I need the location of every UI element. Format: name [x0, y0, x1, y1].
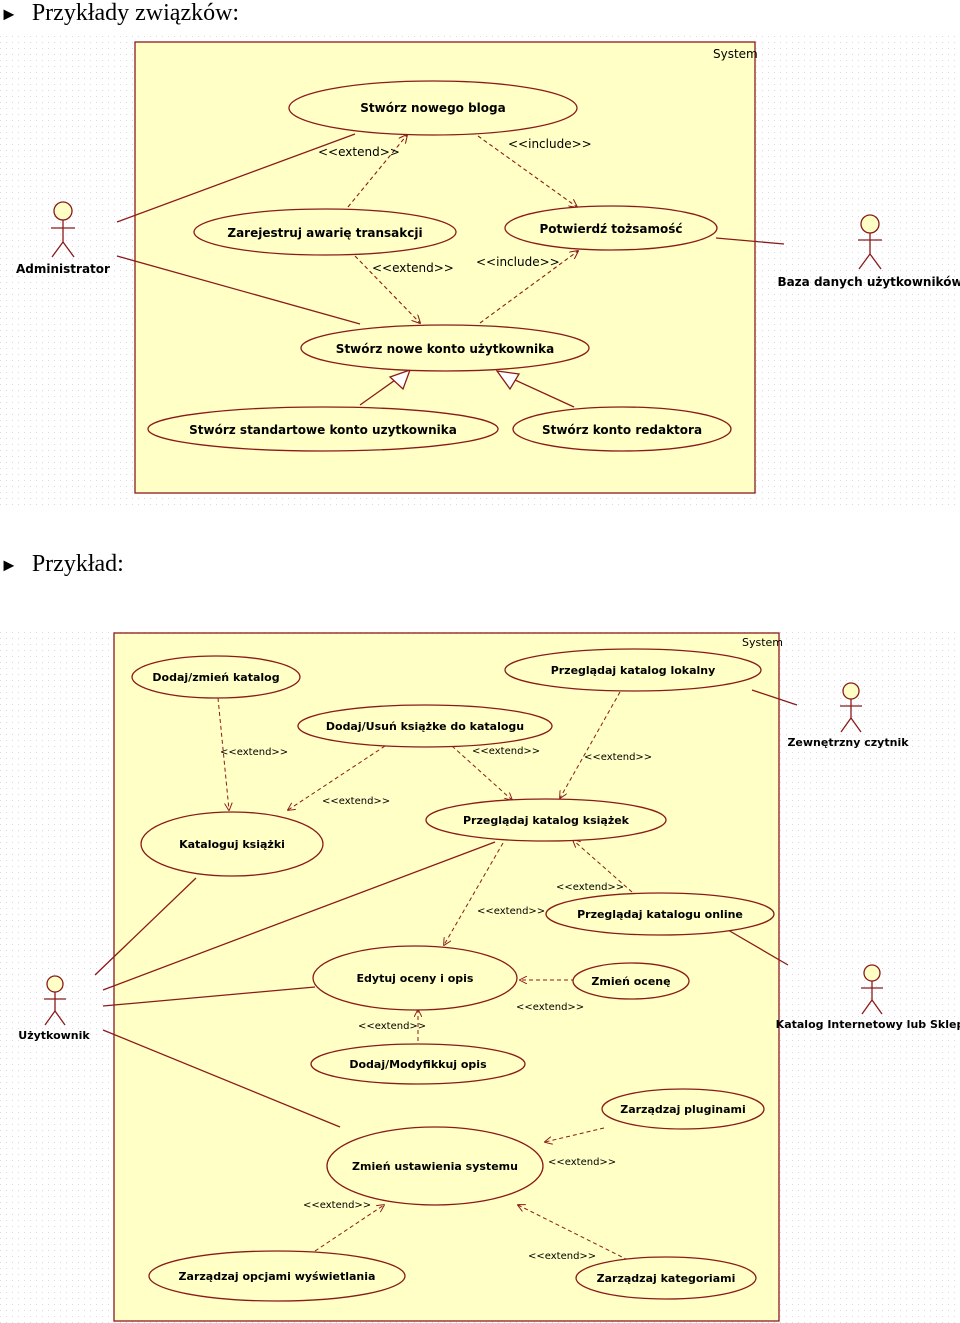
system-label: System: [713, 47, 758, 61]
stereotype-extend: <<extend>>: [528, 1251, 596, 1262]
stick-figure-icon: [861, 964, 883, 1015]
svg-text:Stwórz standartowe konto uzytk: Stwórz standartowe konto uzytkownika: [189, 423, 457, 437]
svg-text:Dodaj/Modyfikkuj opis: Dodaj/Modyfikkuj opis: [349, 1058, 487, 1071]
usecase-katalog-online[interactable]: Przeglądaj katalogu online: [545, 892, 775, 936]
stereotype-extend: <<extend>>: [477, 906, 545, 917]
stereotype-extend: <<extend>>: [548, 1157, 616, 1168]
svg-text:Potwierdź tożsamość: Potwierdź tożsamość: [540, 222, 683, 236]
stereotype-include-2: <<include>>: [476, 255, 560, 269]
heading-bottom-text: Przykład:: [31, 551, 124, 577]
usecase-modyfikuj-opis[interactable]: Dodaj/Modyfikkuj opis: [310, 1043, 526, 1085]
heading-top: ► Przykłady związków:: [0, 0, 239, 27]
usecase-tozsamosc[interactable]: Potwierdź tożsamość: [504, 205, 718, 251]
usecase-zmien-ocene[interactable]: Zmień ocenę: [572, 962, 690, 1000]
usecase-dodaj-usun-ksiazke[interactable]: Dodaj/Usuń książke do katalogu: [297, 704, 553, 748]
usecase-redaktor[interactable]: Stwórz konto redaktora: [512, 406, 732, 452]
svg-text:Stwórz konto redaktora: Stwórz konto redaktora: [542, 423, 702, 437]
usecase-nowe-konto[interactable]: Stwórz nowe konto użytkownika: [300, 324, 590, 372]
svg-text:Stwórz nowe konto użytkownika: Stwórz nowe konto użytkownika: [336, 342, 554, 356]
actor-katalog-internetowy[interactable]: Katalog Internetowy lub Sklep: [776, 964, 960, 1031]
heading-top-text: Przykłady związków:: [31, 0, 240, 26]
svg-text:Przeglądaj katalog lokalny: Przeglądaj katalog lokalny: [551, 664, 716, 677]
svg-text:Zmień ocenę: Zmień ocenę: [591, 975, 670, 988]
usecase-opcje-wyswietlania[interactable]: Zarządzaj opcjami wyświetlania: [148, 1250, 406, 1302]
stick-figure-icon: [858, 214, 882, 270]
stereotype-extend: <<extend>>: [584, 752, 652, 763]
actor-administrator[interactable]: Administrator: [16, 201, 110, 276]
stick-figure-icon: [840, 682, 862, 733]
svg-text:Zmień ustawienia systemu: Zmień ustawienia systemu: [352, 1160, 518, 1173]
actor-zewnetrzny-czytnik[interactable]: Zewnętrzny czytnik: [787, 682, 909, 749]
svg-text:Dodaj/zmień katalog: Dodaj/zmień katalog: [152, 671, 279, 684]
stereotype-extend: <<extend>>: [556, 882, 624, 893]
stereotype-include-1: <<include>>: [508, 137, 592, 151]
svg-text:Administrator: Administrator: [16, 262, 110, 276]
usecase-kategorie[interactable]: Zarządzaj kategoriami: [575, 1256, 757, 1300]
system-label: System: [742, 636, 783, 649]
svg-text:Baza danych użytkowników: Baza danych użytkowników: [777, 275, 960, 289]
actor-baza-danych[interactable]: Baza danych użytkowników: [777, 214, 960, 289]
usecase-pluginy[interactable]: Zarządzaj pluginami: [601, 1088, 765, 1130]
usecase-dodaj-zmien-katalog[interactable]: Dodaj/zmień katalog: [131, 655, 301, 699]
diagram-relationships: System <<extend>> <<include>> <<extend>>…: [0, 36, 960, 510]
stick-figure-icon: [44, 975, 66, 1026]
diagram-example: System <<extend>> <<extend>> <<extend>> …: [0, 630, 960, 1323]
actor-uzytkownik[interactable]: Użytkownik: [18, 975, 90, 1042]
svg-text:Zarządzaj kategoriami: Zarządzaj kategoriami: [597, 1272, 736, 1285]
heading-bottom: ► Przykład:: [0, 551, 124, 578]
svg-text:Zewnętrzny czytnik: Zewnętrzny czytnik: [787, 736, 909, 749]
usecase-standardowe[interactable]: Stwórz standartowe konto uzytkownika: [147, 406, 499, 452]
bullet-icon: ►: [0, 555, 18, 575]
stereotype-extend: <<extend>>: [220, 747, 288, 758]
usecase-katalog-ksiazek[interactable]: Przeglądaj katalog książek: [425, 798, 667, 842]
stick-figure-icon: [51, 201, 75, 258]
usecase-katalog-lokalny[interactable]: Przeglądaj katalog lokalny: [504, 648, 762, 692]
svg-text:Przeglądaj katalogu online: Przeglądaj katalogu online: [577, 908, 743, 921]
svg-text:Zarejestruj awarię transakcji: Zarejestruj awarię transakcji: [227, 226, 422, 240]
svg-text:Użytkownik: Użytkownik: [18, 1029, 90, 1042]
stereotype-extend: <<extend>>: [358, 1021, 426, 1032]
svg-text:Dodaj/Usuń książke do katalogu: Dodaj/Usuń książke do katalogu: [326, 720, 524, 733]
stereotype-extend-2: <<extend>>: [372, 261, 454, 275]
bullet-icon: ►: [0, 4, 18, 24]
stereotype-extend: <<extend>>: [303, 1200, 371, 1211]
usecase-ustawienia[interactable]: Zmień ustawienia systemu: [326, 1126, 544, 1206]
svg-text:Kataloguj książki: Kataloguj książki: [179, 838, 285, 851]
usecase-nowy-blog[interactable]: Stwórz nowego bloga: [288, 80, 578, 136]
svg-text:Zarządzaj pluginami: Zarządzaj pluginami: [620, 1103, 746, 1116]
usecase-kataloguj-ksiazki[interactable]: Kataloguj książki: [140, 811, 324, 877]
usecase-awaria[interactable]: Zarejestruj awarię transakcji: [193, 208, 457, 256]
usecase-edytuj-oceny[interactable]: Edytuj oceny i opis: [312, 945, 518, 1011]
stereotype-extend: <<extend>>: [516, 1002, 584, 1013]
svg-text:Katalog Internetowy lub Sklep: Katalog Internetowy lub Sklep: [776, 1018, 960, 1031]
svg-text:Stwórz nowego bloga: Stwórz nowego bloga: [360, 101, 505, 115]
stereotype-extend: <<extend>>: [322, 796, 390, 807]
stereotype-extend-1: <<extend>>: [318, 145, 400, 159]
svg-text:Przeglądaj katalog książek: Przeglądaj katalog książek: [463, 814, 630, 827]
svg-text:Edytuj oceny i opis: Edytuj oceny i opis: [357, 972, 474, 985]
svg-text:Zarządzaj opcjami wyświetlania: Zarządzaj opcjami wyświetlania: [179, 1270, 376, 1283]
stereotype-extend: <<extend>>: [472, 746, 540, 757]
